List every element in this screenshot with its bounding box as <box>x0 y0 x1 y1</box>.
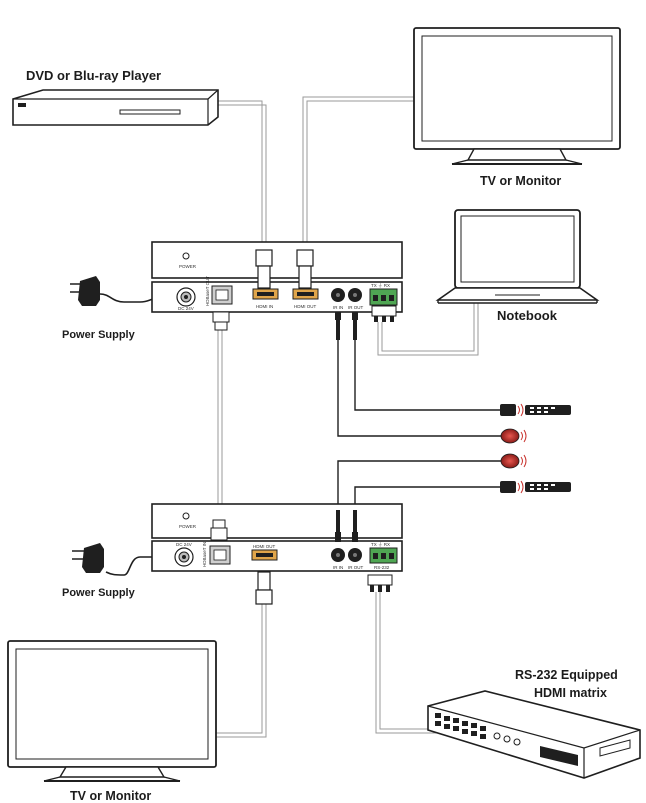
rx-dc-label: DC 24V <box>176 542 192 547</box>
tx-dc-label: DC 24V <box>178 306 194 311</box>
tx-hdmi-out-label: HDMI OUT <box>294 304 316 309</box>
rx-rs232-label: RS-232 <box>374 565 390 570</box>
rx-power-label: POWER <box>179 524 197 529</box>
ir-receiver-eye-bottom <box>500 453 527 469</box>
tx-ir-in-label: IR IN <box>333 305 343 310</box>
rx-ir-out-label: IR OUT <box>348 565 364 570</box>
dvd-player-label: DVD or Blu-ray Player <box>26 68 161 83</box>
tx-hdmi-in-label: HDMI IN <box>256 304 273 309</box>
tv-bottom-label: TV or Monitor <box>70 789 151 803</box>
power-supply-top-label: Power Supply <box>62 329 136 341</box>
rs232-cable-tx-to-notebook <box>377 303 479 356</box>
rx-hdmi-plug <box>255 571 273 605</box>
rx-rs232-pins-label: TX ⏚ RX <box>371 541 390 547</box>
hdmi-matrix <box>427 690 641 779</box>
tv-bottom <box>7 640 217 782</box>
tx-ir-out-label: IR OUT <box>348 305 364 310</box>
notebook <box>435 209 600 304</box>
dvd-player <box>12 89 219 126</box>
tx-rs232-pins-label: TX ⏚ RX <box>371 282 390 288</box>
notebook-label: Notebook <box>497 308 558 323</box>
transmitter-unit: POWER DC 24V HDBaseT OUT HDMI IN HDMI OU… <box>151 241 403 313</box>
ir-cables <box>337 340 503 510</box>
matrix-label-line1: RS-232 Equipped <box>515 668 618 682</box>
tv-top <box>413 27 621 165</box>
power-supply-bottom-label: Power Supply <box>62 587 136 599</box>
tx-rs232-plug <box>371 305 397 322</box>
rx-rj45-plug <box>210 519 228 541</box>
ir-blaster-remote-top <box>500 403 571 417</box>
hdmi-cable-tx-to-tv <box>302 96 414 250</box>
hdmi-cable-rx-to-tv <box>216 604 267 738</box>
tx-hdmi-plugs <box>255 249 314 289</box>
tv-top-label: TV or Monitor <box>480 174 561 188</box>
matrix-label-line2: HDMI matrix <box>534 686 607 700</box>
hdbaset-cable <box>217 330 223 520</box>
rx-ir-in-label: IR IN <box>333 565 343 570</box>
rx-hdbaset-label: HDBaseT IN <box>202 542 207 567</box>
rx-rs232-plug <box>367 574 393 592</box>
tx-ir-plugs <box>335 312 358 340</box>
hdmi-cable-dvd-to-tx <box>218 100 267 250</box>
tx-rj45-plug <box>212 311 230 331</box>
rx-ir-plugs <box>335 510 358 542</box>
ir-receiver-eye-top <box>500 428 527 444</box>
tx-hdbaset-label: HDBaseT OUT <box>205 276 210 306</box>
power-cable-bottom <box>105 556 172 576</box>
rs232-cable-rx-to-matrix <box>375 592 446 734</box>
rx-hdmi-out-label: HDMI OUT <box>253 544 275 549</box>
power-adapter-top <box>70 276 100 306</box>
tx-power-label: POWER <box>179 264 197 269</box>
power-adapter-bottom <box>72 543 104 573</box>
receiver-unit: POWER DC 24V HDBaseT IN HDMI OUT IR IN I… <box>151 503 403 572</box>
ir-blaster-remote-bottom <box>500 480 571 494</box>
